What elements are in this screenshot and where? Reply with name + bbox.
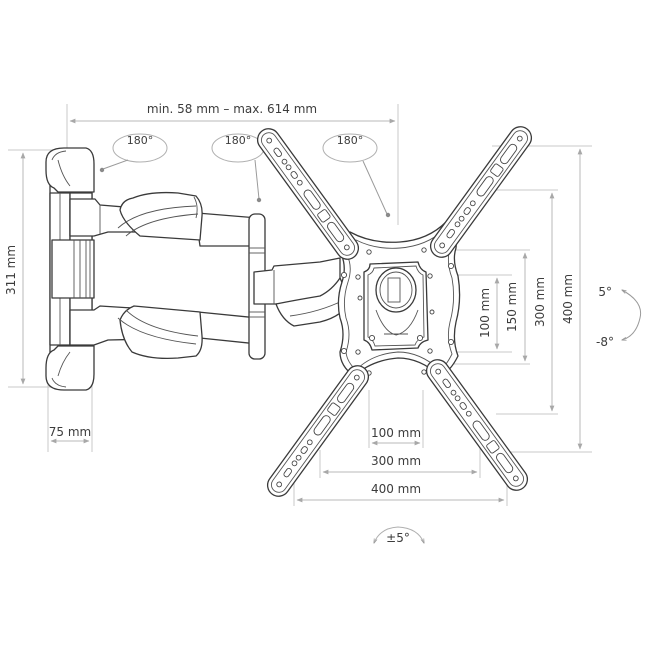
bracket-arm-bottom-left: [262, 360, 374, 502]
rotation-indicator: ±5°: [374, 526, 424, 545]
bracket-arm-top-right: [425, 121, 537, 263]
bracket-arm-bottom-right: [421, 354, 533, 496]
svg-text:180°: 180°: [225, 134, 252, 147]
vesa-v-400-label: 400 mm: [561, 274, 575, 324]
vesa-v-150-label: 150 mm: [505, 282, 519, 332]
tilt-down-label: -8°: [596, 335, 614, 349]
vesa-h-300-label: 300 mm: [371, 454, 421, 468]
rotation-label: ±5°: [386, 531, 410, 545]
wall-plate-depth-label: 75 mm: [49, 425, 91, 439]
tilt-up-label: 5°: [598, 285, 612, 299]
vesa-v-300-label: 300 mm: [533, 277, 547, 327]
wall-plate: [45, 147, 95, 391]
articulating-arms: [69, 191, 351, 360]
vesa-h-400-label: 400 mm: [371, 482, 421, 496]
vesa-mounting-plate: [337, 221, 461, 377]
extension-range-label: min. 58 mm – max. 614 mm: [147, 102, 317, 116]
extension-dimension: min. 58 mm – max. 614 mm: [66, 102, 399, 225]
wall-plate-height-dimension: 311 mm: [4, 149, 66, 388]
svg-text:180°: 180°: [337, 134, 364, 147]
vesa-v-100-label: 100 mm: [478, 288, 492, 338]
vesa-h-100-label: 100 mm: [371, 426, 421, 440]
swivel-callout-3: 180°: [322, 133, 391, 218]
tilt-indicator: 5° -8°: [596, 285, 642, 349]
swivel-callout-2: 180°: [211, 133, 265, 203]
svg-text:180°: 180°: [127, 134, 154, 147]
swivel-callout-1: 180°: [99, 133, 168, 173]
wall-plate-height-label: 311 mm: [4, 245, 18, 295]
wall-plate-depth-dimension: 75 mm: [47, 385, 93, 452]
vesa-horizontal-dimensions: 100 mm 300 mm 400 mm: [293, 390, 508, 506]
